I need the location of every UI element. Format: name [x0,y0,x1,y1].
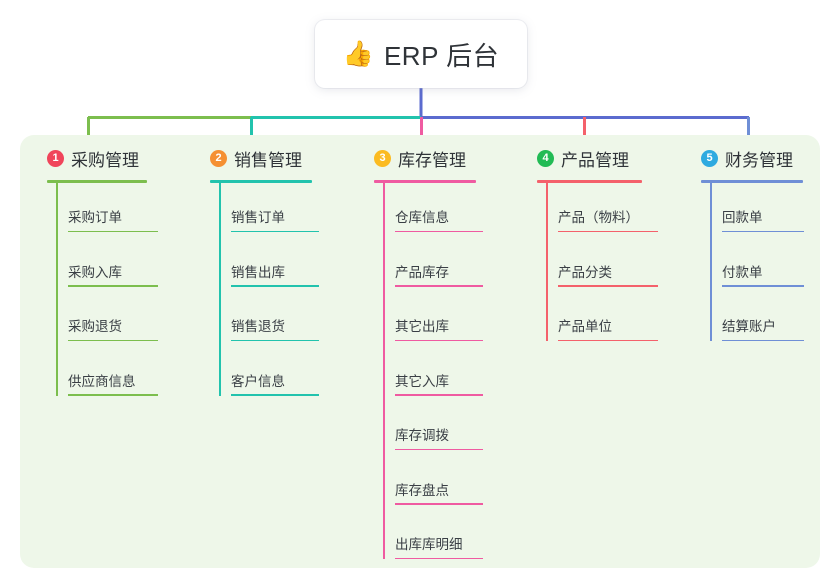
list-item-rule [231,285,319,287]
list-item-rule [558,230,658,232]
list-item[interactable]: 库存调拨 [395,420,483,450]
list-item-label: 产品（物料） [558,210,639,225]
list-item-label: 结算账户 [722,319,776,334]
column-header-2[interactable]: 2 销售管理 [210,146,302,171]
list-item[interactable]: 其它出库 [395,311,483,341]
list-item[interactable]: 回款单 [722,202,804,232]
list-item[interactable]: 供应商信息 [68,366,158,396]
column-spine-2 [219,180,221,396]
column-badge-4: 4 [537,150,554,167]
list-item[interactable]: 销售退货 [231,311,319,341]
list-item[interactable]: 其它入库 [395,366,483,396]
column-header-1[interactable]: 1 采购管理 [47,146,139,171]
list-item[interactable]: 结算账户 [722,311,804,341]
list-item-rule [231,339,319,341]
column-spine-1 [56,180,58,396]
list-item[interactable]: 产品分类 [558,257,658,287]
list-item-label: 产品分类 [558,264,612,280]
column-badge-3: 3 [374,150,391,167]
root-node[interactable]: 👍 ERP 后台 [315,20,527,88]
list-item-label: 回款单 [722,210,763,225]
column-rule-3 [374,180,476,183]
list-item-label: 库存调拨 [395,428,449,443]
column-spine-5 [710,180,712,341]
list-item-label: 客户信息 [231,373,285,389]
list-item[interactable]: 产品单位 [558,311,658,341]
list-item-rule [722,230,804,232]
list-item-label: 采购入库 [68,264,122,280]
list-item-rule [231,394,319,396]
list-item-rule [395,230,483,232]
column-badge-2: 2 [210,150,227,167]
column-spine-4 [546,180,548,341]
list-item-rule [68,285,158,287]
list-item[interactable]: 仓库信息 [395,202,483,232]
list-item[interactable]: 销售出库 [231,257,319,287]
list-item-rule [68,394,158,396]
list-item-rule [722,339,804,341]
list-item-rule [395,448,483,450]
column-header-5[interactable]: 5 财务管理 [701,146,793,171]
list-item-label: 库存盘点 [395,482,449,498]
list-item[interactable]: 库存盘点 [395,475,483,505]
list-item-label: 其它入库 [395,373,449,389]
list-item-rule [558,339,658,341]
list-item-rule [68,230,158,232]
list-item-label: 采购退货 [68,319,122,334]
column-rule-1 [47,180,147,183]
list-item-rule [395,285,483,287]
list-item-rule [395,503,483,505]
list-item-rule [395,339,483,341]
thumbs-up-icon: 👍 [342,39,374,68]
column-rule-4 [537,180,642,183]
list-item-rule [558,285,658,287]
list-item-label: 销售订单 [231,210,285,225]
list-item-label: 产品库存 [395,264,449,280]
column-header-4[interactable]: 4 产品管理 [537,146,629,171]
list-item[interactable]: 销售订单 [231,202,319,232]
list-item[interactable]: 采购订单 [68,202,158,232]
column-badge-5: 5 [701,150,718,167]
column-title-5: 财务管理 [725,151,793,170]
root-title: ERP 后台 [383,40,500,71]
column-header-3[interactable]: 3 库存管理 [374,146,466,171]
list-item-label: 仓库信息 [395,210,449,225]
list-item-label: 付款单 [722,264,763,280]
column-title-1: 采购管理 [71,151,139,170]
list-item-label: 产品单位 [558,319,612,334]
list-item[interactable]: 客户信息 [231,366,319,396]
list-item[interactable]: 采购退货 [68,311,158,341]
list-item-label: 销售出库 [231,264,285,280]
column-badge-1: 1 [47,150,64,167]
column-title-2: 销售管理 [234,151,302,170]
list-item[interactable]: 产品（物料） [558,202,658,232]
list-item[interactable]: 付款单 [722,257,804,287]
column-title-4: 产品管理 [561,151,629,170]
list-item[interactable]: 采购入库 [68,257,158,287]
list-item[interactable]: 出库库明细 [395,529,483,559]
list-item-rule [395,394,483,396]
column-rule-2 [210,180,312,183]
diagram-panel [20,135,820,568]
list-item-rule [68,339,158,341]
list-item-label: 采购订单 [68,210,122,225]
list-item[interactable]: 产品库存 [395,257,483,287]
list-item-rule [722,285,804,287]
list-item-label: 供应商信息 [68,373,136,389]
list-item-rule [231,230,319,232]
list-item-label: 销售退货 [231,319,285,334]
list-item-label: 出库库明细 [395,537,463,552]
column-title-3: 库存管理 [398,151,466,170]
column-spine-3 [383,180,385,559]
list-item-rule [395,557,483,559]
column-rule-5 [701,180,803,183]
list-item-label: 其它出库 [395,319,449,334]
